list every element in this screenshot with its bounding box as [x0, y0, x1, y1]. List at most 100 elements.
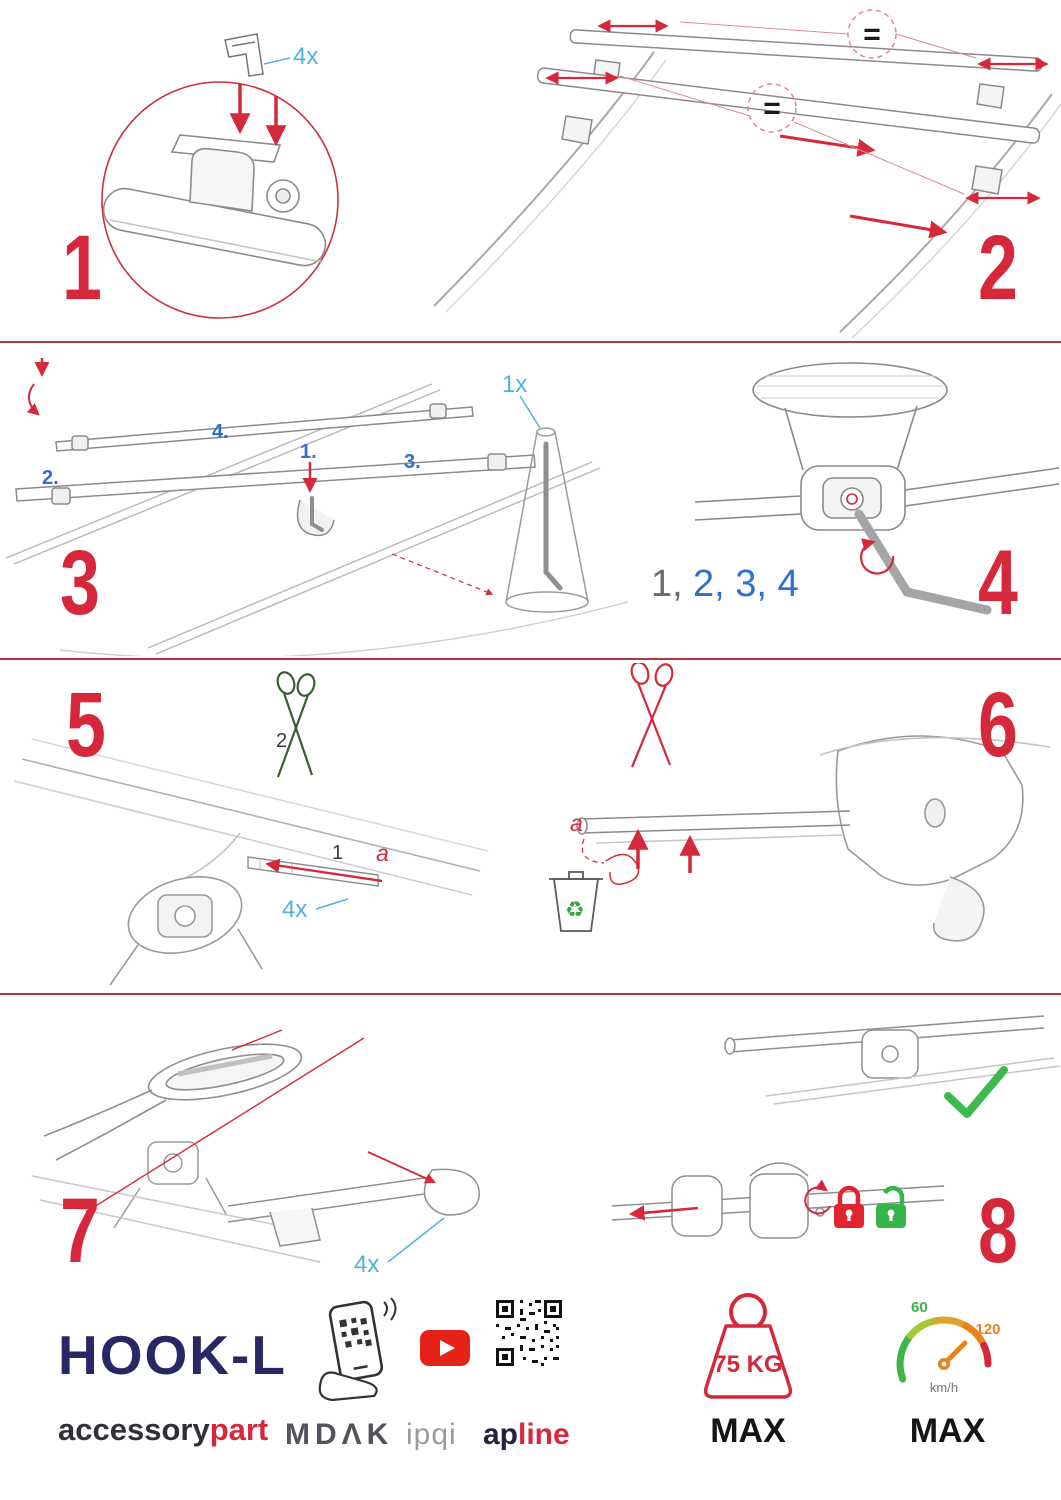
panel-step-8 [611, 1015, 1061, 1239]
clamp-illustration [102, 134, 327, 267]
qr-code-icon [496, 1300, 562, 1366]
brand-accessory: accessory [58, 1412, 210, 1447]
strip-letter-a: a [376, 840, 389, 866]
equal-sign: = [763, 92, 781, 125]
cut-strip-curl [605, 853, 640, 885]
crossbars [15, 403, 536, 537]
substep-3: 3. [404, 451, 421, 473]
speed-low: 60 [911, 1299, 928, 1316]
pull-arrows [627, 828, 701, 873]
weight-limit-icon: 75 KG [703, 1293, 793, 1399]
step-number-1: 1 [62, 217, 102, 319]
panel-step-4: 1, 2, 3, 4 [651, 362, 1060, 615]
bolt-target [846, 493, 858, 505]
logo-ipqi: ipqi [406, 1418, 457, 1451]
check-icon [944, 1066, 1008, 1118]
recycle-icon: ♻ [565, 897, 585, 922]
phone-scan-icon [318, 1297, 397, 1402]
step-number-2: 2 [978, 217, 1018, 319]
insert-arrow [265, 858, 383, 883]
rotate-arrow-icon [804, 1179, 831, 1215]
cut-step-2: 2 [276, 730, 287, 752]
bar-opening [43, 1043, 303, 1161]
count-1x: 1x [502, 371, 527, 398]
padlock-open-icon [876, 1185, 906, 1228]
end-cap-assembly [227, 1168, 480, 1247]
panel-step-2: = = [433, 9, 1061, 339]
count-4x: 4x [354, 1251, 379, 1278]
scissors-icon [630, 663, 674, 768]
clip-part [224, 33, 264, 77]
equal-spacing-callouts: = = [619, 9, 977, 195]
count-leader [387, 1217, 445, 1263]
scissors-icon [276, 671, 316, 778]
count-leader [519, 395, 541, 429]
clamp-assembly-bottom [611, 1162, 945, 1239]
alignment-line [85, 1037, 365, 1213]
step-number-6: 6 [978, 674, 1018, 776]
tool-funnel [505, 427, 589, 613]
zoom-circle [101, 81, 339, 319]
discard-path [581, 838, 605, 864]
panel-step-5: 2 1 a 4x [13, 671, 489, 986]
speedometer-icon: 60 120 km/h [896, 1299, 1001, 1395]
logo-apline: apline [483, 1420, 570, 1450]
trash-bin-icon [549, 871, 603, 932]
rubber-strip-bar [576, 810, 851, 844]
speed-max-label: MAX [909, 1412, 986, 1450]
scan-waves [383, 1297, 397, 1321]
weight-max-label: MAX [710, 1412, 786, 1450]
panel-step-6: a ♻ [549, 663, 1051, 942]
panel-step-3: 4. 1. 2. 3. 1x [5, 358, 629, 656]
hand [318, 1371, 378, 1402]
count-leader [315, 898, 349, 910]
substep-2: 2. [42, 467, 59, 489]
substep-4: 4. [212, 421, 229, 443]
weight-value: 75 KG [713, 1351, 782, 1378]
foot-clamp-closeup [694, 362, 1060, 531]
allen-key-icon [543, 441, 563, 591]
equal-sign: = [863, 18, 881, 51]
brand-name: accessorypart [58, 1414, 268, 1445]
panel-step-1: 4x [101, 33, 339, 319]
substep-1: 1. [300, 441, 317, 463]
crossbar-front [536, 67, 1041, 195]
measure-arrows [545, 19, 1049, 239]
panel-step-7: 4x [31, 1029, 480, 1278]
allen-key-small-icon [310, 496, 324, 532]
count-leader [263, 57, 291, 65]
rotate-arrow-icon [860, 538, 895, 575]
sequence-first: 1, [651, 563, 683, 605]
strip-letter-a: a [570, 810, 583, 836]
count-4x: 4x [293, 43, 318, 70]
youtube-icon [420, 1330, 470, 1366]
section-divider [0, 341, 1061, 343]
insert-arrows-icon [229, 84, 287, 147]
product-name: HOOK-L [58, 1324, 287, 1386]
locked-assembly-top [724, 1015, 1061, 1105]
step-number-3: 3 [60, 532, 100, 634]
speed-unit: km/h [930, 1380, 958, 1395]
guide-arrows [26, 358, 494, 596]
step-number-7: 7 [60, 1180, 100, 1282]
sequence-rest: 2, 3, 4 [693, 563, 799, 605]
slide-arrow [628, 1205, 699, 1221]
strip-pointer [231, 1029, 283, 1051]
speed-arc [896, 1316, 992, 1383]
brand-part: part [209, 1412, 269, 1447]
section-divider [0, 658, 1061, 660]
speed-high: 120 [975, 1321, 1000, 1338]
logo-ap: ap [483, 1418, 519, 1451]
foot-cover [819, 735, 1051, 942]
cut-step-1: 1 [332, 842, 343, 864]
count-4x: 4x [282, 896, 307, 923]
roof-edge [13, 738, 489, 896]
padlock-closed-icon [834, 1185, 864, 1228]
clamp-under [31, 1141, 321, 1263]
clamp-below [109, 876, 263, 986]
cap-arrow [367, 1151, 436, 1184]
step-number-8: 8 [978, 1180, 1018, 1282]
step-number-4: 4 [978, 532, 1018, 634]
section-divider [0, 993, 1061, 995]
